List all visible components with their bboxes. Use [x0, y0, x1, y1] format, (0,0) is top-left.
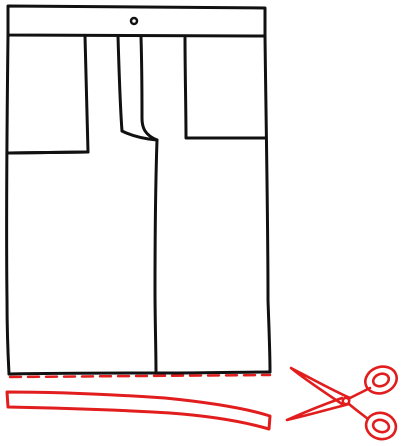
left-pocket	[9, 36, 88, 153]
center-inseam	[155, 140, 157, 373]
fly-bottom	[122, 131, 157, 140]
scissors-icon	[287, 362, 400, 442]
scissors-handle-arm-lower	[349, 404, 368, 419]
cut-off-strip	[7, 392, 270, 429]
fly-curve	[141, 37, 157, 140]
left-side-seam	[7, 35, 9, 374]
scissors-handle-lower-ring	[363, 410, 399, 443]
fly-left-edge	[118, 36, 122, 131]
hip-line	[9, 152, 88, 153]
right-side-seam	[265, 36, 270, 372]
waistband-button	[131, 18, 137, 24]
scissors-handle-upper-hole	[371, 372, 390, 389]
cut-line-dashed	[10, 375, 270, 377]
hem-line	[9, 372, 270, 374]
pants-outline	[7, 6, 270, 374]
right-pocket	[185, 38, 265, 138]
scissors-handle-upper-ring	[362, 362, 401, 397]
scissors-handle-lower-hole	[372, 418, 391, 434]
